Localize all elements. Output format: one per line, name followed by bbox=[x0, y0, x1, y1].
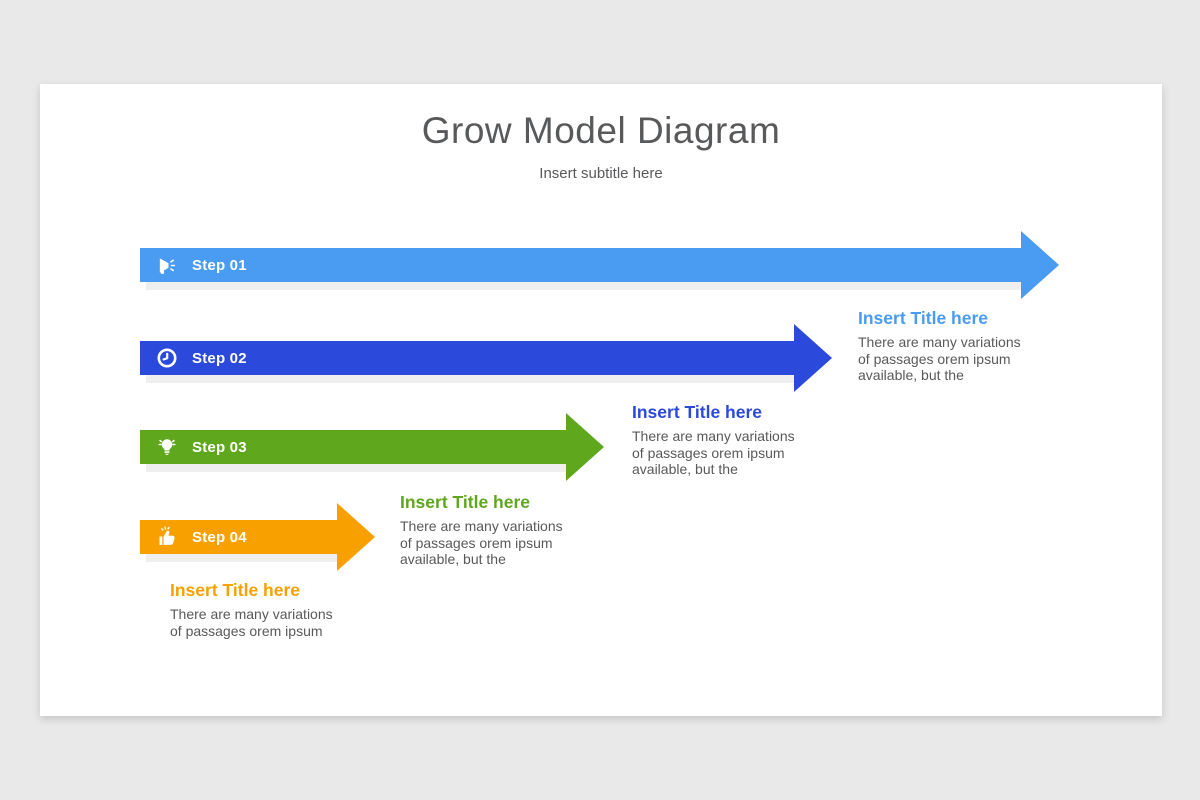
block-body-line: There are many variations bbox=[858, 334, 1021, 350]
thumbs-up-icon bbox=[155, 525, 179, 549]
step-label: Step 02 bbox=[192, 349, 247, 367]
bar-shadow bbox=[146, 554, 338, 562]
step-3-text-block[interactable]: Insert Title here There are many variati… bbox=[400, 492, 590, 568]
lightbulb-icon bbox=[155, 435, 179, 459]
step-2-arrow-bar[interactable]: Step 02 bbox=[140, 341, 795, 375]
step-label: Step 01 bbox=[192, 256, 247, 274]
step-1-text-block[interactable]: Insert Title here There are many variati… bbox=[858, 308, 1048, 384]
step-1-arrow-bar[interactable]: Step 01 bbox=[140, 248, 1022, 282]
block-body-line: There are many variations bbox=[170, 606, 333, 622]
step-4-arrow-bar[interactable]: Step 04 bbox=[140, 520, 338, 554]
block-title: Insert Title here bbox=[632, 402, 763, 422]
slide-subtitle: Insert subtitle here bbox=[539, 165, 663, 182]
block-body-line: available, but the bbox=[632, 461, 738, 477]
slide: Grow Model Diagram Insert subtitle here … bbox=[40, 84, 1162, 716]
block-body-line: available, but the bbox=[400, 551, 506, 567]
block-title: Insert Title here bbox=[400, 492, 531, 512]
step-3-arrow-bar[interactable]: Step 03 bbox=[140, 430, 567, 464]
block-title: Insert Title here bbox=[858, 308, 989, 328]
block-body-line: of passages orem ipsum bbox=[400, 534, 553, 551]
bar-shadow bbox=[146, 464, 567, 472]
block-body-line: of passages orem ipsum bbox=[170, 622, 323, 639]
megaphone-icon bbox=[155, 253, 179, 277]
slide-title: Grow Model Diagram bbox=[421, 110, 781, 151]
arrow-head bbox=[566, 413, 604, 481]
block-body-line: There are many variations bbox=[400, 518, 563, 534]
block-body-line: of passages orem ipsum bbox=[632, 444, 785, 461]
bar-shadow bbox=[146, 375, 795, 383]
step-label: Step 04 bbox=[192, 528, 247, 546]
arrow-head bbox=[1021, 231, 1059, 299]
block-body-line: available, but the bbox=[858, 367, 964, 383]
block-body-line: There are many variations bbox=[632, 428, 795, 444]
clock-icon bbox=[155, 346, 179, 370]
step-label: Step 03 bbox=[192, 438, 247, 456]
arrow-head bbox=[794, 324, 832, 392]
bar-shadow bbox=[146, 282, 1022, 290]
block-body-line: of passages orem ipsum bbox=[858, 350, 1011, 367]
step-4-text-block[interactable]: Insert Title here There are many variati… bbox=[170, 580, 360, 639]
block-title: Insert Title here bbox=[170, 580, 301, 600]
arrow-head bbox=[337, 503, 375, 571]
step-2-text-block[interactable]: Insert Title here There are many variati… bbox=[632, 402, 822, 478]
